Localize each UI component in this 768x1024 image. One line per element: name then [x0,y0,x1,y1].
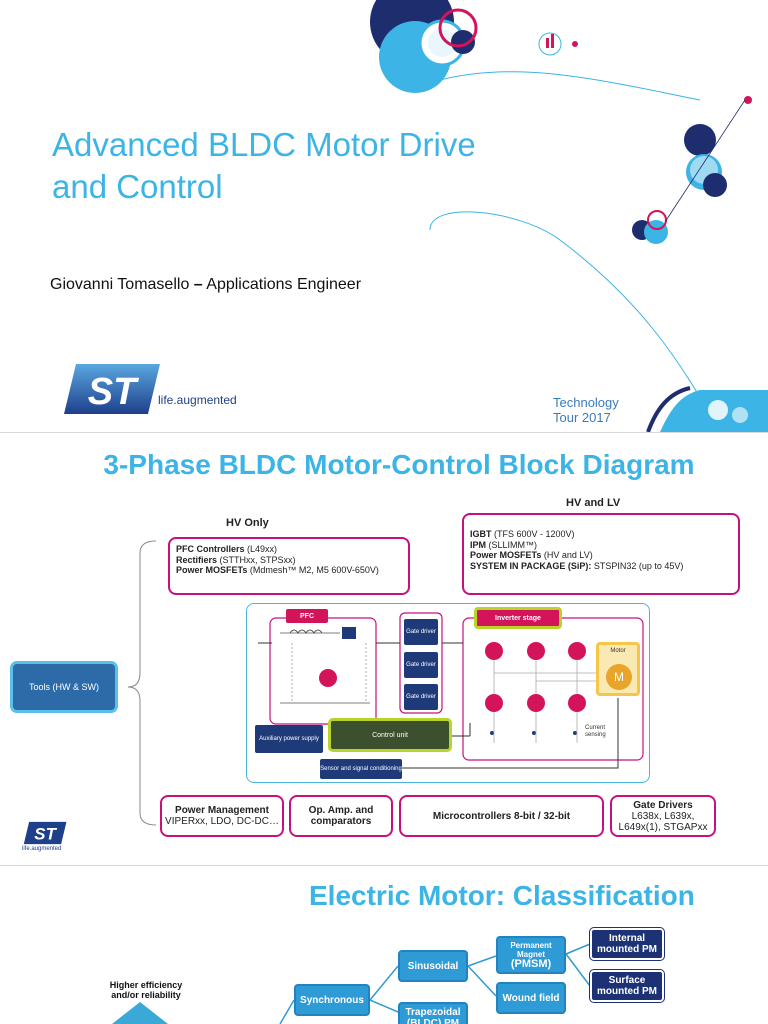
auxiliary-power-supply: Auxiliary power supply [255,725,323,753]
motor-block: Motor M [596,642,640,696]
slide-title: Electric Motor: Classification [309,880,695,911]
box-title: Gate Drivers [633,799,693,811]
hv-only-line: Power MOSFETs (Mdmesh™ M2, M5 600V-650V) [176,565,379,575]
op-amp-box: Op. Amp. and comparators [289,795,393,837]
box-title: Microcontrollers 8-bit / 32-bit [432,810,571,822]
box-title: Power Management [175,805,269,816]
power-management-box: Power Management VIPERxx, LDO, DC-DC… [160,795,284,837]
author-name: Giovanni Tomasello [50,276,190,293]
control-unit: Control unit [328,718,452,752]
box-subtitle: VIPERxx, LDO, DC-DC… [165,816,279,827]
gate-driver-2: Gate driver [404,652,438,678]
node-synchronous: Synchronous [294,984,370,1016]
tools-button[interactable]: Tools (HW & SW) [10,661,118,713]
sensor-signal-conditioning: Sensor and signal conditioning [320,759,402,779]
hv-lv-line: SYSTEM IN PACKAGE (SiP): STSPIN32 (up to… [470,560,684,571]
inverter-stage-tag: Inverter stage [474,607,562,629]
gate-drivers-box: Gate Drivers L638x, L639x, L649x(1), STG… [610,795,716,837]
decorative-graphics [370,0,768,432]
hv-lv-box: IGBT (TFS 600V - 1200V) IPM (SLLIMM™) Po… [462,513,740,595]
st-logo-text: ST [88,371,139,413]
event-label: Technology Tour 2017 [553,395,619,425]
slide-divider [0,865,768,866]
st-logo-small: ST [23,821,67,845]
pfc-tag: PFC [286,609,328,623]
efficiency-label: Higher efficiency and/or reliability [109,980,183,1000]
hv-only-label: HV Only [226,517,269,529]
tagline: life.augmented [158,393,237,407]
hv-only-box: PFC Controllers (L49xx) Rectifiers (STTH… [168,537,410,595]
slide-divider [0,432,768,433]
microcontrollers-box: Microcontrollers 8-bit / 32-bit [399,795,604,837]
author-separator: – [193,276,203,293]
hv-only-line: Rectifiers (STTHxx, STPSxx) [176,554,296,565]
author-role: Applications Engineer [206,276,362,293]
hv-lv-line: Power MOSFETs (HV and LV) [470,550,593,560]
author-line: Giovanni Tomasello – Applications Engine… [50,276,361,294]
tagline-small: life.augmented [22,846,62,852]
event-line-1: Technology [553,395,619,410]
block-diagram-slide: 3-Phase BLDC Motor-Control Block Diagram… [0,433,768,865]
motor-label: Motor [610,648,626,654]
hv-only-line: PFC Controllers (L49xx) [176,544,278,554]
tree-connectors [112,943,591,1024]
node-pmsm-label: (PMSM) [510,957,552,970]
node-pm-label: Permanent Magnet [510,940,552,959]
node-permanent-magnet: Permanent Magnet (PMSM) [496,936,566,974]
node-sinusoidal: Sinusoidal [398,950,468,982]
gate-driver-1: Gate driver [404,619,438,645]
node-trapezoidal: Trapezoidal (BLDC) PM [398,1002,468,1024]
title-line-2: and Control [52,168,223,205]
hv-lv-line: IPM (SLLIMM™) [470,539,538,550]
slide-title: 3-Phase BLDC Motor-Control Block Diagram [103,449,695,480]
node-internal-pm: Internal mounted PM [590,928,664,960]
diagram-frame [246,603,650,783]
gate-driver-3: Gate driver [404,684,438,710]
current-sensing-label: Current sensing [585,725,606,738]
presentation-title: Advanced BLDC Motor Drive and Control [52,124,522,208]
motor-icon: M [606,664,632,690]
box-title: Op. Amp. and comparators [308,805,374,827]
box-subtitle: L638x, L639x, L649x(1), STGAPxx [618,810,708,833]
node-surface-pm: Surface mounted PM [590,970,664,1002]
node-wound-field: Wound field [496,982,566,1014]
title-slide: Advanced BLDC Motor Drive and Control Gi… [0,0,768,432]
st-logo-text: ST [34,825,57,844]
event-line-2: Tour 2017 [553,410,611,425]
st-logo: ST [64,364,160,414]
hv-lv-line: IGBT (TFS 600V - 1200V) [470,529,575,539]
title-line-1: Advanced BLDC Motor Drive [52,126,476,163]
classification-slide: Electric Motor: Classification Higher ef… [0,866,768,1024]
hv-lv-label: HV and LV [566,497,621,509]
